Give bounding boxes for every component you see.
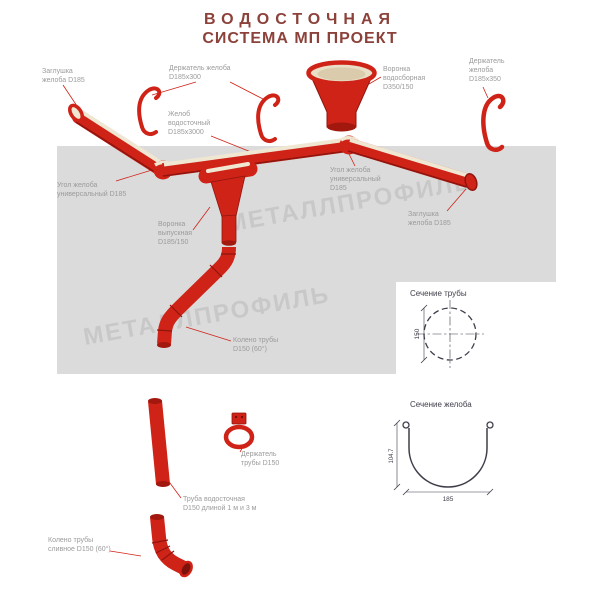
hook-strap [137,86,162,129]
section-title-pipe: Сечение трубы [410,289,467,298]
gutter-hook-left [137,86,162,137]
gutter-run-center [162,137,349,177]
label-corner-right: Угол желоба универсальный D185 [330,167,381,193]
pipe-bottom-opening [156,481,170,487]
downpipe-part [148,398,170,487]
holder-plate [231,412,247,425]
profile-curl-right [486,421,494,429]
label-collection-funnel: Воронка водосборная D350/150 [383,66,426,92]
section-title-gutter: Сечение желоба [410,400,472,409]
gutter-end-cap-right [464,172,478,192]
label-drain-elbow: Колено трубы сливное D150 (60°) [48,537,111,554]
gutter-run-right [346,138,471,188]
hook-foot [140,125,158,137]
elbow-opening [157,342,171,348]
title-line2: СИСТЕМА МП ПРОЕКТ [202,30,398,48]
pipe-holder-part [223,412,255,450]
gutter-body [162,138,349,177]
leader-lines [62,76,489,557]
label-gutter-holder-300: Держатель желоба D185x300 [169,65,231,82]
drain-body [150,516,188,575]
hook-foot [484,140,505,153]
elbow-seams [156,253,236,332]
section-centerlines [416,300,484,368]
hook-strap [481,93,506,146]
outlet-neck [221,214,237,244]
label-downpipe: Труба водосточная D150 длиной 1 м и 3 м [183,496,257,513]
funnel-outlet [327,122,356,132]
gutter-interior [80,110,165,166]
pipe-elbow-assembly [156,246,236,348]
gutter-edge [75,121,162,177]
drain-ribs [151,539,175,561]
outlet-flange-interior [206,162,250,173]
gutter-hook-center [256,93,281,144]
gutter-end-cap-left [68,103,84,123]
gutter-cross-section: 104.7 185 [389,419,494,503]
label-pipe-elbow: Колено трубы D150 (60°) [233,337,279,354]
label-end-cap-left: Заглушка желоба D185 [42,68,85,85]
dim-ticks [420,304,428,364]
gutter-interior [163,137,349,167]
dim-lines [396,423,490,493]
collection-funnel [306,60,377,132]
gutter-body [72,110,169,177]
outlet-flange [198,161,258,184]
title-line1: ВОДОСТОЧНАЯ [203,11,397,28]
gutter-height-dim: 104.7 [389,448,395,464]
drain-top-opening [150,514,164,520]
label-pipe-holder: Держатель трубы D150 [241,451,280,468]
label-gutter-holder-350: Держатель желоба D185x350 [469,58,505,84]
gutter-hook-right [481,93,506,153]
pipe-top-opening [148,398,162,404]
outlet-opening [222,240,236,246]
gutter-edge [347,150,468,188]
hook-foot [259,132,277,144]
label-end-cap-right: Заглушка желоба D185 [408,211,451,228]
funnel-rim-inner [317,67,366,81]
profile-curl-left [402,421,410,429]
pipe-body [148,400,170,485]
page-title: ВОДОСТОЧНАЯ СИСТЕМА МП ПРОЕКТ [0,10,600,48]
gutter-body [346,138,471,188]
holder-bolt [234,415,238,419]
holder-ring [223,424,255,450]
outlet-funnel [198,161,258,246]
holder-bolt [240,415,244,419]
section-profile [408,428,488,488]
pipe-cross-section: 150 [414,300,484,368]
gutter-run-left [72,110,169,177]
hook-strap [256,93,281,136]
label-outlet-funnel: Воронка выпускная D185/150 [158,221,193,247]
elbow-pipe [157,246,236,345]
drain-elbow-part [150,514,193,578]
dim-ticks [393,419,494,496]
gutter-interior [349,138,470,178]
label-gutter: Желоб водосточный D185x3000 [168,111,211,137]
gutter-width-dim: 185 [443,496,454,503]
gutter-edge [162,150,349,177]
label-corner-left: Угол желоба универсальный D185 [57,182,127,199]
pipe-diameter-dim: 150 [414,328,421,339]
drain-outlet-opening [179,560,193,578]
